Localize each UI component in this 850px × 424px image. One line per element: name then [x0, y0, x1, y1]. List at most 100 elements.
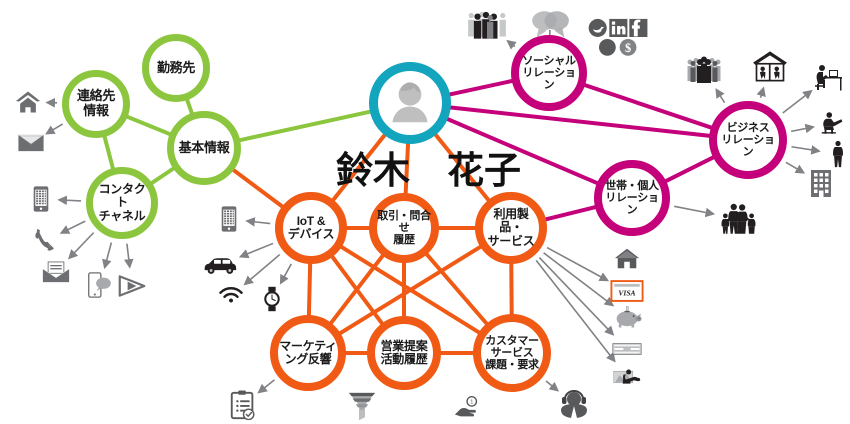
link-social_rel-business_rel	[582, 82, 714, 131]
link-center-business_rel	[448, 105, 712, 138]
node-label: ビジネス リレーション	[721, 121, 775, 159]
visa-card-icon: VISA	[610, 274, 644, 308]
arrow-to-banknote-icon	[538, 257, 615, 336]
link-center-riyouseihin	[432, 132, 492, 203]
node-torihiki[interactable]: 取引・問合せ 履歴	[369, 193, 439, 263]
arrow-to-smartwatch-icon	[279, 263, 292, 285]
node-renrakusaki[interactable]: 連絡先 情報	[62, 70, 130, 138]
arrow-to-money-person-icon	[535, 259, 616, 363]
person-name: 鈴木 花子	[336, 150, 521, 191]
people-group-icon	[466, 4, 508, 46]
node-social_rel[interactable]: ソーシャル リレーション	[511, 35, 587, 111]
arrow-to-visa-card-icon	[546, 246, 610, 282]
node-eigyou[interactable]: 営業提案 活動履歴	[367, 316, 441, 390]
node-kinmusaki[interactable]: 勤務先	[142, 34, 210, 102]
smartphone-icon	[28, 186, 54, 212]
node-setai_rel[interactable]: 世帯・個人 リレーション	[594, 160, 670, 236]
arrow-to-piggy-bank-icon	[543, 252, 615, 307]
node-label: ソーシャル リレーション	[522, 54, 576, 92]
desk-worker-icon	[812, 62, 844, 94]
smartwatch-icon	[259, 286, 285, 312]
family-icon	[718, 198, 760, 240]
arrow-to-smartphone-icon	[57, 195, 82, 206]
node-contact_ch[interactable]: コンタクト チャネル	[86, 167, 158, 239]
svg-text:$: $	[625, 41, 631, 55]
hand-coin-icon: 1	[453, 392, 483, 422]
clipboard-check-icon	[228, 390, 258, 420]
phone-handset-icon	[32, 228, 58, 254]
link-center-torihiki	[403, 141, 411, 196]
svg-text:VISA: VISA	[618, 289, 635, 298]
speech-bubbles-icon	[530, 4, 570, 44]
envelope-icon	[18, 130, 44, 156]
banknote-icon	[612, 334, 642, 364]
node-customer_sv[interactable]: カスタマー サービス 課題・要求	[473, 314, 551, 392]
house-people-icon	[752, 48, 788, 84]
node-label: 世帯・個人 リレーション	[605, 179, 659, 217]
link-renrakusaki-kihonjoho	[124, 114, 173, 137]
node-label: 連絡先 情報	[76, 88, 116, 118]
arrow-to-standing-person-icon	[791, 145, 821, 155]
funnel-icon	[347, 391, 377, 421]
arrow-to-car-icon	[238, 242, 274, 259]
arrow-to-clipboard-check-icon	[257, 379, 275, 394]
link-renrakusaki-contact_ch	[102, 134, 116, 171]
sms-chat-icon	[87, 272, 113, 298]
person-avatar-icon	[392, 82, 428, 123]
wifi-icon	[218, 283, 244, 309]
node-label: 利用製品・ サービス	[487, 206, 535, 248]
link-iot-marketing	[306, 261, 313, 318]
node-iot[interactable]: IoT & デバイス	[275, 192, 347, 264]
social-badges-icon: $	[588, 6, 650, 68]
node-label: 基本情報	[178, 139, 230, 155]
house-gray-icon	[614, 246, 640, 272]
standing-person-icon	[824, 140, 850, 168]
node-label: IoT & デバイス	[287, 213, 335, 241]
video-play-icon	[118, 272, 146, 300]
office-building-icon	[806, 168, 836, 198]
node-label: 勤務先	[156, 59, 196, 75]
node-business_rel[interactable]: ビジネス リレーション	[709, 101, 787, 179]
link-riyouseihin-setai_rel	[543, 204, 598, 222]
arrow-to-family-icon	[674, 205, 716, 218]
node-kihonjoho[interactable]: 基本情報	[167, 111, 241, 185]
link-center-iot	[330, 132, 388, 203]
link-center-social_rel	[447, 78, 515, 97]
open-envelope-icon	[42, 258, 70, 286]
link-riyouseihin-marketing	[337, 244, 484, 336]
node-label: 取引・問合せ 履歴	[377, 209, 431, 247]
link-torihiki-marketing	[328, 252, 386, 326]
arrow-to-house-people-icon	[756, 86, 766, 99]
arrow-to-phone-handset-icon	[59, 220, 86, 234]
arrow-to-crowd-icon	[715, 88, 726, 104]
node-label: カスタマー サービス 課題・要求	[485, 334, 539, 372]
money-person-icon	[612, 362, 642, 392]
arrow-to-support-agent-icon	[545, 380, 560, 392]
link-kihonjoho-center	[237, 109, 373, 143]
svg-text:1: 1	[470, 400, 473, 406]
crowd-icon	[686, 52, 722, 88]
arrow-to-office-building-icon	[785, 161, 806, 174]
link-center-setai_rel	[445, 116, 600, 186]
link-kihonjoho-iot	[230, 167, 285, 210]
arrow-to-people-group-icon	[506, 39, 517, 50]
link-contact_ch-kihonjoho	[149, 165, 177, 186]
seated-person-icon	[818, 108, 848, 138]
arrow-to-seated-person-icon	[790, 123, 815, 134]
arrow-to-envelope-icon	[45, 123, 63, 135]
node-label: マーケティ ング反響	[279, 338, 337, 366]
home-icon	[14, 88, 42, 116]
link-torihiki-customer_sv	[424, 251, 490, 327]
arrow-to-open-envelope-icon	[68, 232, 95, 260]
car-icon	[203, 248, 237, 282]
arrow-to-tablet-icon	[245, 217, 271, 227]
person-avatar[interactable]	[369, 62, 451, 144]
link-setai_rel-business_rel	[663, 154, 716, 184]
node-riyouseihin[interactable]: 利用製品・ サービス	[475, 192, 547, 264]
node-label: コンタクト チャネル	[98, 181, 146, 223]
node-marketing[interactable]: マーケティ ング反響	[270, 315, 346, 391]
